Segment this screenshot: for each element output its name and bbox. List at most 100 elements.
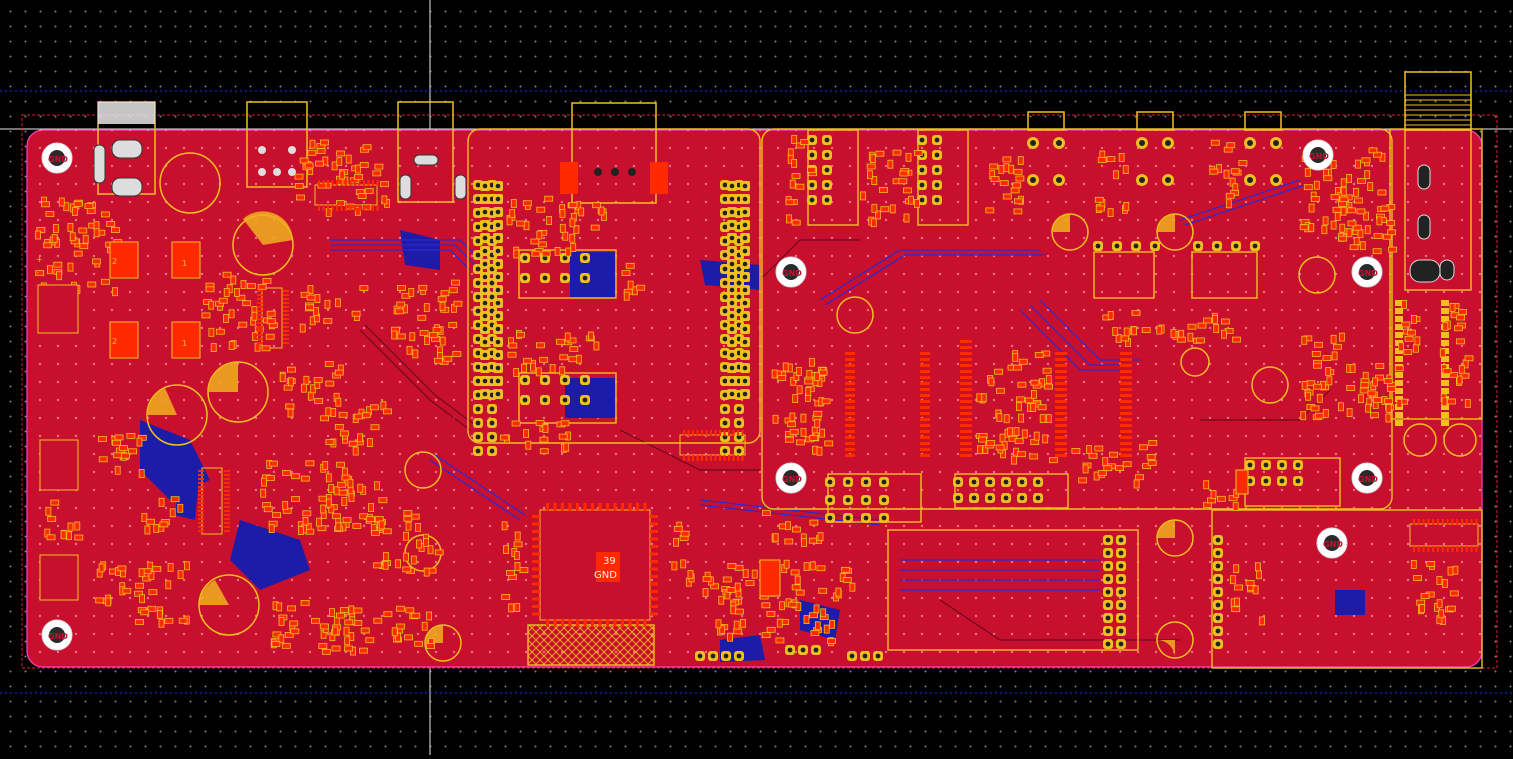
smd-pad: [1330, 193, 1340, 200]
smd-pad: [818, 587, 828, 594]
smd-pad: [396, 333, 406, 340]
smd-pad: [1308, 223, 1315, 232]
smd-pad: [297, 526, 304, 535]
smd-pad: [403, 510, 413, 517]
ic-pin: [845, 454, 855, 457]
mounting-hole-label: GND: [48, 155, 68, 164]
smd-pad: [424, 336, 430, 345]
smd-pad: [1340, 178, 1347, 188]
smd-pad: [1313, 383, 1322, 390]
smd-pad: [1413, 343, 1419, 353]
smd-pad: [988, 377, 995, 387]
ic-pin: [650, 612, 658, 616]
smd-pad: [554, 246, 561, 256]
smd-pad: [623, 291, 630, 301]
smd-pad: [1375, 363, 1385, 369]
smd-pad: [801, 538, 807, 547]
smd-pad: [332, 626, 339, 636]
smd-pad: [1018, 413, 1024, 423]
smd-pad: [314, 398, 324, 404]
ic-pin: [372, 205, 374, 211]
smd-pad: [1370, 412, 1379, 419]
smd-pad: [98, 436, 107, 442]
smd-pad: [521, 363, 527, 373]
smd-pad: [236, 294, 246, 301]
net-marker[interactable]: 39 GND: [594, 556, 617, 581]
smd-pad: [1147, 460, 1157, 467]
smd-pad: [432, 327, 442, 334]
header-pin: [1441, 404, 1449, 410]
ic-pin: [198, 474, 204, 476]
smd-pad: [1255, 562, 1261, 572]
via-field: [27, 130, 1482, 667]
ic-pin: [283, 326, 289, 328]
ic-pin: [358, 180, 361, 186]
smd-pad: [152, 566, 162, 572]
ic-pin: [650, 522, 658, 526]
ic-pin: [1441, 519, 1444, 525]
smd-pad: [257, 283, 267, 290]
mounting-hole-label: GND: [782, 475, 802, 484]
smd-pad: [341, 497, 348, 507]
smd-pad: [427, 545, 434, 555]
ic-pin: [643, 503, 647, 511]
ic-pin: [354, 180, 356, 186]
smd-pad: [403, 552, 410, 562]
smd-pad: [1331, 351, 1338, 361]
smd-pad: [396, 623, 406, 630]
edge-connectors[interactable]: [97, 71, 1472, 204]
smd-pad: [433, 357, 443, 364]
smd-pad: [362, 204, 372, 211]
smd-pad: [1413, 575, 1422, 581]
ic-pin: [283, 298, 289, 300]
ic-pin: [340, 180, 343, 186]
ic-pin: [1446, 546, 1449, 552]
header-pin: [1395, 308, 1403, 314]
smd-pad: [1223, 169, 1230, 179]
smd-pad: [395, 559, 402, 569]
smd-pad: [359, 647, 368, 654]
smd-pad: [1338, 235, 1348, 242]
smd-pad: [208, 327, 215, 337]
smd-pad: [1353, 187, 1359, 197]
ic-pin: [920, 376, 930, 379]
smd-pad: [177, 570, 184, 579]
smd-pad: [1401, 299, 1407, 309]
header-pin: [1395, 332, 1403, 338]
ic-pin: [363, 205, 365, 211]
header-pin: [1441, 356, 1449, 362]
smd-pad: [771, 369, 778, 379]
smd-pad: [1008, 164, 1015, 174]
smd-pad: [564, 332, 571, 342]
ic-pin: [283, 330, 289, 332]
smd-pad: [378, 520, 385, 530]
smd-pad: [570, 243, 577, 253]
ic-pin: [920, 370, 930, 373]
smd-pad: [335, 522, 342, 532]
smd-pad: [323, 318, 333, 325]
ic-pin: [257, 330, 263, 332]
smd-pad: [809, 357, 815, 367]
ic-pin: [257, 318, 263, 320]
smd-pad: [621, 270, 631, 277]
smd-pad: [305, 460, 315, 467]
smd-pad: [1398, 342, 1404, 352]
ic-pin: [845, 370, 855, 373]
ic-pin: [257, 290, 263, 292]
smd-pad: [985, 207, 995, 214]
smd-pad: [135, 619, 144, 625]
ic-pin: [372, 180, 374, 186]
ic-pin: [621, 503, 624, 511]
ic-pin: [224, 502, 230, 504]
smd-pad: [41, 201, 50, 208]
smd-pad: [779, 601, 785, 611]
smd-pad: [530, 238, 540, 245]
ic-pin: [257, 338, 263, 340]
smd-pad: [372, 170, 382, 177]
smd-pad: [996, 413, 1003, 423]
mounting-hole-label: GND: [1309, 152, 1329, 161]
smd-pad: [1225, 199, 1232, 209]
